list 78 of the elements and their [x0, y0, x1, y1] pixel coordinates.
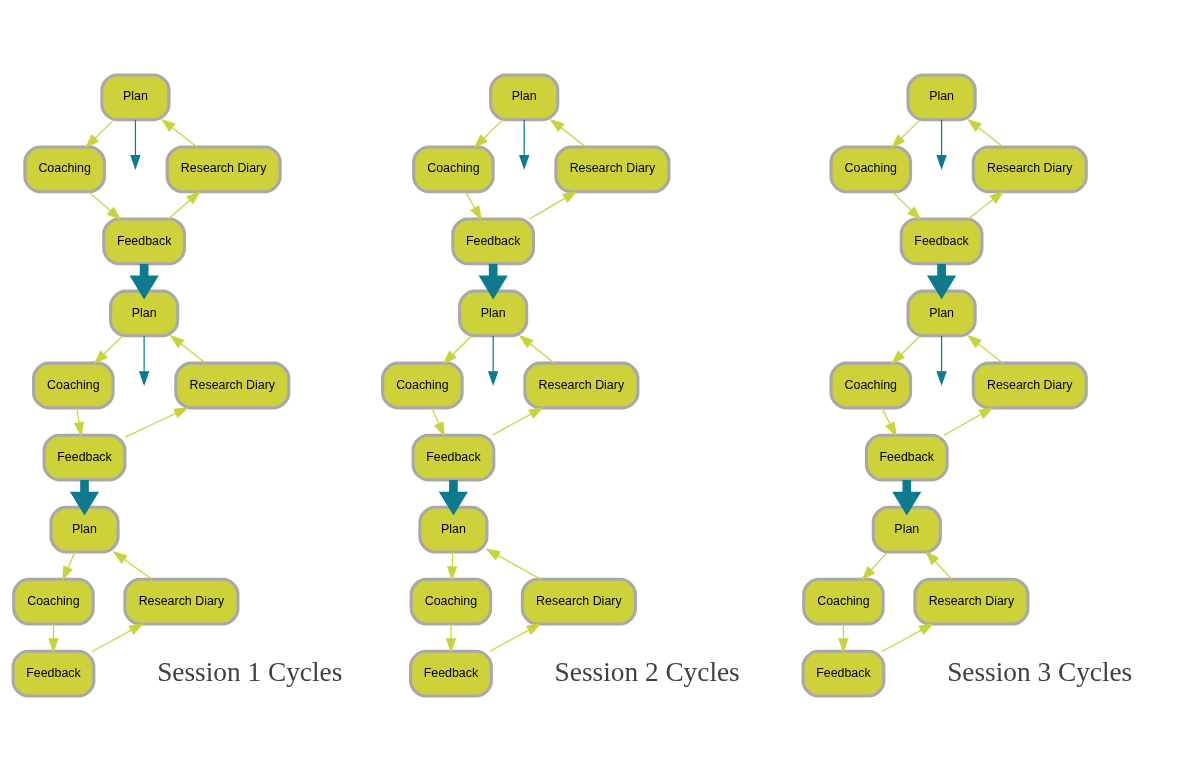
node-box: Feedback: [42, 433, 127, 481]
node-box: Plan: [489, 72, 560, 121]
arrow: [160, 118, 198, 148]
node-box: Feedback: [864, 433, 949, 481]
arrow: [169, 334, 207, 364]
node-box: Coaching: [32, 361, 115, 409]
arrow: [489, 622, 542, 652]
arrow: [91, 622, 144, 652]
arrow: [487, 334, 499, 386]
arrow: [925, 550, 953, 580]
arrow: [891, 190, 922, 220]
node-box: Plan: [109, 289, 180, 337]
arrow: [936, 118, 947, 170]
arrow: [967, 334, 1004, 364]
arrow: [124, 406, 189, 438]
node-box: Coaching: [23, 144, 106, 193]
arrow: [88, 190, 122, 220]
arrow: [473, 118, 504, 148]
node-box: Plan: [871, 505, 942, 553]
node-box: Research Diary: [971, 361, 1088, 409]
arrow: [528, 190, 578, 220]
node-box: Plan: [49, 505, 120, 553]
node-box: Feedback: [11, 649, 96, 698]
arrow: [881, 622, 934, 652]
node-box: Feedback: [899, 217, 984, 265]
arrow: [445, 623, 457, 653]
node-box: Coaching: [829, 361, 913, 409]
node-box: Research Diary: [554, 144, 671, 193]
arrow: [431, 406, 445, 437]
node-box: Plan: [418, 505, 489, 553]
node-box: Research Diary: [174, 361, 291, 409]
label: Session 2 Cycles: [554, 656, 740, 687]
node-box: Research Diary: [165, 144, 282, 193]
arrow: [861, 550, 889, 581]
arrow: [943, 406, 994, 436]
node-box: Plan: [906, 72, 977, 121]
node-box: Research Diary: [520, 577, 637, 626]
node-box: Coaching: [12, 577, 95, 626]
node-box: Coaching: [412, 144, 495, 193]
label: Session 3 Cycles: [947, 656, 1133, 687]
node-box: Feedback: [409, 649, 493, 698]
node-box: Feedback: [451, 217, 536, 265]
arrow: [73, 406, 85, 437]
node-box: Coaching: [802, 577, 885, 626]
arrow: [138, 334, 150, 386]
node-box: Feedback: [102, 217, 187, 265]
node-box: Research Diary: [123, 577, 240, 626]
arrow: [967, 118, 1004, 148]
arrow: [890, 334, 921, 364]
arrow: [549, 118, 587, 148]
node-box: Research Diary: [971, 144, 1088, 193]
node-box: Feedback: [411, 433, 496, 481]
arrow: [464, 190, 483, 221]
arrow: [518, 334, 556, 364]
arrow: [967, 190, 1005, 220]
node-box: Coaching: [409, 577, 493, 626]
arrow: [62, 550, 76, 581]
label: Session 1 Cycles: [157, 656, 343, 687]
arrow: [167, 190, 201, 220]
node-box: Research Diary: [523, 361, 640, 409]
node-box: Plan: [906, 289, 977, 337]
node-box: Feedback: [801, 649, 886, 698]
node-box: Plan: [100, 72, 171, 121]
arrow: [936, 334, 947, 386]
arrow: [491, 406, 544, 436]
arrow: [881, 406, 897, 437]
node-box: Research Diary: [913, 577, 1030, 626]
arrow: [84, 118, 115, 148]
node-box: Coaching: [381, 361, 464, 409]
arrow: [130, 118, 141, 170]
arrow: [485, 548, 542, 580]
arrow: [112, 550, 153, 580]
node-box: Coaching: [829, 144, 913, 193]
arrow: [442, 334, 473, 364]
arrow: [93, 334, 124, 364]
arrow: [519, 118, 530, 170]
arrow: [890, 118, 921, 148]
node-box: Plan: [458, 289, 529, 337]
